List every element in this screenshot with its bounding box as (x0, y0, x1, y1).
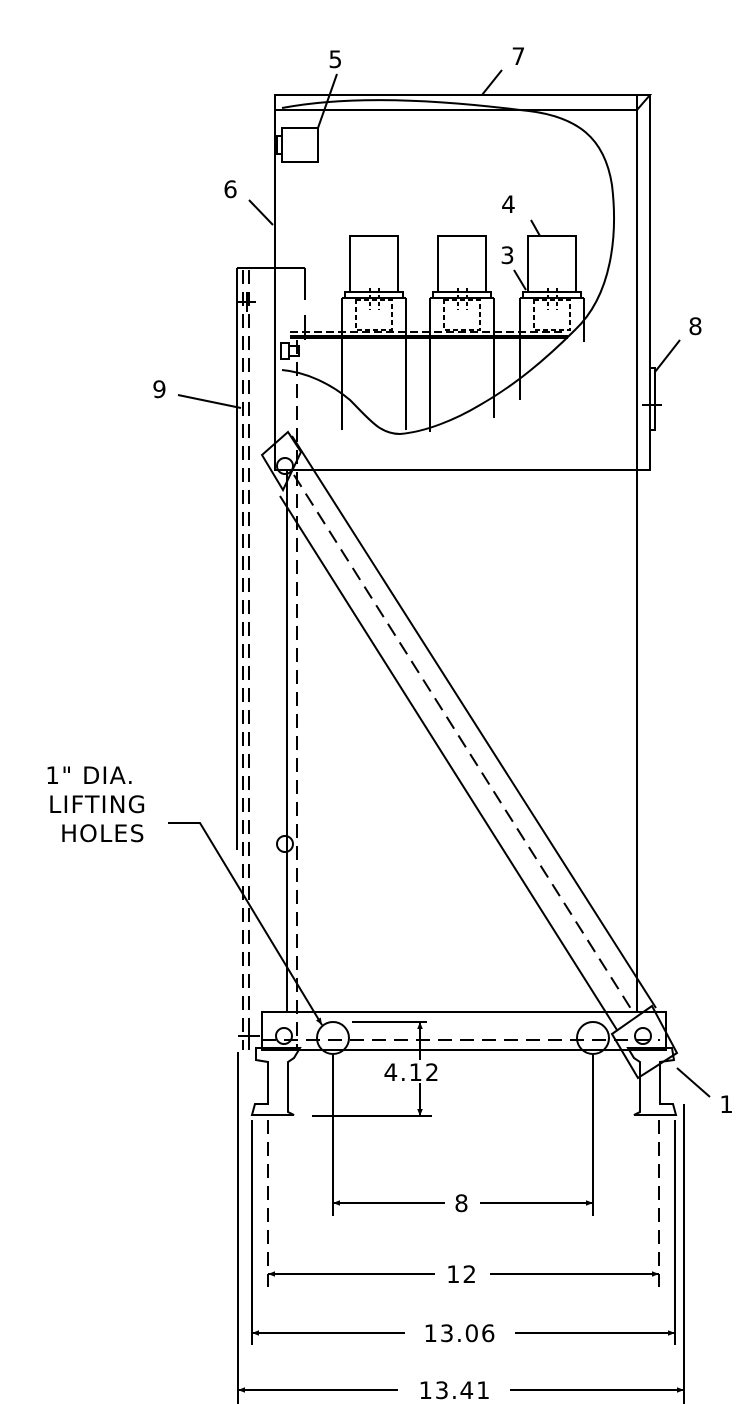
callout-9: 9 (152, 376, 168, 404)
callout-7: 7 (511, 43, 527, 71)
upper-enclosure (274, 94, 662, 471)
lifting-bar (260, 430, 679, 1080)
base-bar (238, 1011, 667, 1055)
dashed-lift-frame (242, 270, 660, 1050)
dimension-hole-height: 4.12 (383, 1059, 440, 1087)
callout-1: 1 (719, 1091, 735, 1119)
dimension-channel-spacing: 12 (446, 1261, 479, 1289)
dimension-lines (237, 1021, 685, 1404)
component-middle (429, 235, 495, 432)
dimension-hole-spacing: 8 (454, 1190, 470, 1218)
lifting-holes-note: 1" DIA. LIFTING HOLES (45, 762, 147, 848)
component-right (519, 235, 585, 400)
base-channel-left (250, 1047, 302, 1116)
mounting-bar (280, 331, 568, 360)
component-5 (276, 127, 319, 163)
note-line-3: HOLES (60, 820, 146, 848)
cutaway-outline (281, 99, 616, 436)
callout-6: 6 (223, 176, 239, 204)
lower-housing (276, 470, 638, 1013)
note-line-1: 1" DIA. (45, 762, 135, 790)
callout-5: 5 (328, 46, 344, 74)
component-left (341, 235, 407, 430)
callout-8: 8 (688, 313, 704, 341)
callout-4: 4 (501, 191, 517, 219)
note-line-2: LIFTING (48, 791, 147, 819)
callout-3: 3 (500, 242, 516, 270)
support-bracket (236, 267, 306, 850)
leaders (168, 69, 711, 1098)
base-channel-right (626, 1047, 678, 1116)
dimension-base-width: 13.06 (423, 1320, 497, 1348)
dimension-overall-width: 13.41 (418, 1377, 492, 1404)
